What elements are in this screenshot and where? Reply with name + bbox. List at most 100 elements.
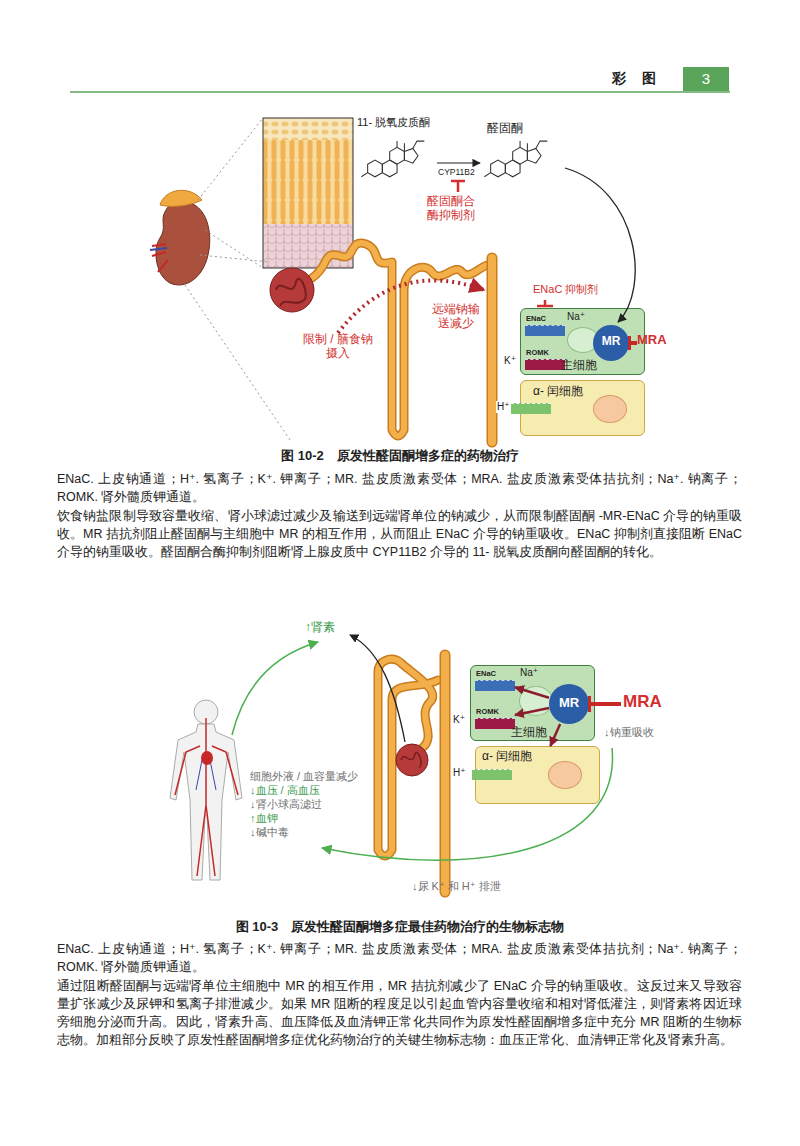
node-text: ROMK [526,349,549,358]
label: H⁺ [496,401,511,413]
label: MRA [623,692,662,712]
illustration-part [401,753,421,768]
intercalated-cell: α- 闰细胞 [520,380,645,436]
illustration-part [185,118,290,440]
label: 彩 图 [612,70,662,86]
node-text: ENaC [476,670,496,679]
illustration-part [440,655,451,892]
channel: ROMK [525,349,565,371]
adrenal-section [263,118,353,268]
connector [550,724,560,746]
label: 通过阻断醛固酮与远端肾单位主细胞中 MR 的相互作用，MR 拮抗剂减少了 ENa… [57,977,742,1049]
illustration-part [484,141,547,177]
illustration-part [441,655,449,892]
cell-part [628,336,631,350]
sodium-delivery-arrow [338,280,484,333]
illustration-part [378,659,438,856]
mr-receptor: MR [549,684,589,724]
inhibitor-mark [537,300,553,306]
glomerulus [396,744,428,776]
label: ↓钠重吸收 [604,726,654,739]
cell-part [588,696,591,712]
illustration-part [150,248,167,250]
illustration-part [487,258,498,442]
node-text: α- 闰细胞 [482,750,532,764]
illustration-part [175,718,238,876]
adrenal-gland [160,190,202,206]
illustration-part [276,279,306,306]
kidney [156,202,210,285]
node-text: 主细胞 [511,726,547,740]
cell-part [475,680,515,691]
cell-part [525,359,565,370]
illustration-part [263,140,353,224]
label: 饮食钠盐限制导致容量收缩、肾小球滤过减少及输送到远端肾单位的钠减少，从而限制醛固… [57,507,742,561]
label: H⁺ [452,767,467,779]
label: 3 [683,67,729,91]
header-rule [70,91,730,93]
feedback-arrow [322,748,612,860]
node-text: MR [593,335,629,349]
label: 11- 脱氧皮质酮 [357,116,430,129]
feedback-arrow [232,642,318,735]
connector [515,708,549,715]
node-text: ROMK [476,708,499,717]
illustration-part [263,118,353,140]
label: Na⁺ [520,667,538,679]
cell-part [511,403,551,414]
label: ↓尿 K⁺ 和 H⁺ 排泄 [412,880,501,893]
illustration-part [361,141,424,177]
cell-part [525,325,565,336]
human-body [170,724,242,880]
label: ↓肾小球高滤过 [250,798,322,811]
label: K⁺ [452,714,466,726]
intercalated-cell: α- 闰细胞 [475,746,600,804]
cell-part [519,686,553,716]
inhibitor-mark [451,181,465,192]
label: ENaC 抑制剂 [533,283,598,296]
node-text: ENaC [526,315,546,324]
label: MRA [637,333,667,348]
label: ENaC. 上皮钠通道；H⁺. 氢离子；K⁺. 钾离子；MR. 盐皮质激素受体；… [57,940,742,976]
glomerulus [270,268,314,312]
heart [201,751,213,765]
node-text: α- 闰细胞 [533,385,583,399]
node-text: MR [549,696,589,711]
channel: ENaC [525,315,565,337]
label: 远端钠输送减少 [430,303,482,331]
label: 限制 / 膳食钠摄入 [300,333,376,361]
aldosterone-arrow [565,168,635,322]
renin-arrow [350,635,405,742]
channel: ROMK [475,708,515,730]
label: ↑肾素 [305,621,335,635]
label: ENaC. 上皮钠通道；H⁺. 氢离子；K⁺. 钾离子；MR. 盐皮质激素受体；… [57,470,742,506]
nephron [378,655,445,892]
label: ↓血压 / 高血压 [250,784,320,797]
connector [515,687,549,698]
illustration-part [152,244,168,272]
label: 图 10-2 原发性醛固酮增多症的药物治疗 [0,449,800,464]
label: ↑血钾 [250,812,278,825]
illustration-part [263,224,353,268]
node-text: 主细胞 [561,359,597,373]
cell-part [472,769,512,780]
label: Na⁺ [567,311,585,323]
zoom-lines [185,118,290,440]
label: 醛固酮合酶抑制剂 [425,195,477,223]
cell-part [593,395,627,423]
illustration-part [515,687,560,746]
cell-part [589,702,621,706]
illustration-part [378,659,438,856]
conversion-arrow [437,162,480,163]
cell-part [475,718,515,729]
human-head [194,700,218,724]
illustration-part [196,760,216,790]
label: CYP11B2 [438,168,475,178]
channel: ENaC [475,670,515,692]
label: 醛固酮 [487,122,523,136]
blood-vessels [175,718,238,876]
label: 细胞外液 / 血容量减少 [250,770,358,783]
label: 图 10-3 原发性醛固酮增多症最佳药物治疗的生物标志物 [0,920,800,935]
